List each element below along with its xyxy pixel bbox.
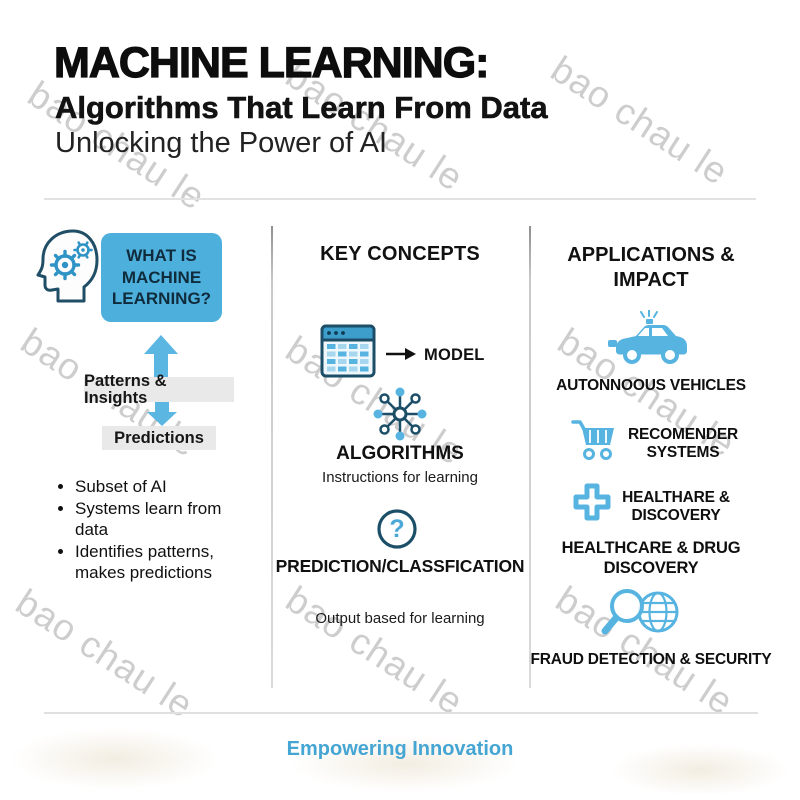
footer-divider xyxy=(44,712,758,714)
what-is-ml-box: WHAT IS MACHINE LEARNING? xyxy=(101,233,222,322)
application-label-autonomous-vehicles: AUTONNOOUS VEHICLES xyxy=(556,377,746,394)
footer-tagline: Empowering Innovation xyxy=(286,738,514,760)
paper-smudge xyxy=(610,744,790,796)
column-divider xyxy=(529,226,531,688)
header-divider xyxy=(44,198,756,200)
medical-cross-icon xyxy=(573,483,611,521)
prediction-caption: Output based for learning xyxy=(315,610,485,627)
application-label-healthare-discovery: HEALTHARE & DISCOVERY xyxy=(622,489,730,524)
data-table-icon xyxy=(320,324,376,378)
question-mark-icon: ? xyxy=(377,509,417,549)
flow-label-patterns: Patterns & Insights xyxy=(84,373,234,406)
application-label-recommender-systems: RECOMENDER SYSTEMS xyxy=(628,426,738,461)
network-algorithm-icon xyxy=(373,387,427,441)
key-concepts-heading: KEY CONCEPTS xyxy=(320,243,480,265)
flow-label-predictions: Predictions xyxy=(102,426,216,450)
list-item: Identifies patterns, makes predictions xyxy=(75,541,253,584)
shopping-cart-icon xyxy=(571,420,614,460)
list-item: Systems learn from data xyxy=(75,498,253,541)
algorithms-caption: Instructions for learning xyxy=(322,469,478,486)
watermark-text: bao chau le xyxy=(8,581,201,726)
right-arrow-icon xyxy=(386,348,416,360)
ml-bullet-list: Subset of AI Systems learn from data Ide… xyxy=(58,476,253,584)
watermark-text: bao chau le xyxy=(543,48,736,193)
column-divider xyxy=(271,226,273,688)
down-arrow xyxy=(147,402,177,426)
page-tagline: Unlocking the Power of AI xyxy=(55,127,388,159)
police-car-icon xyxy=(608,310,687,364)
page-subtitle: Algorithms That Learn From Data xyxy=(55,90,548,125)
prediction-title: PREDICTION/CLASSFICATION xyxy=(275,556,525,576)
svg-text:?: ? xyxy=(389,515,404,543)
application-label-fraud-detection: FRAUD DETECTION & SECURITY xyxy=(530,651,772,668)
watermark-text: bao chau le xyxy=(278,578,471,723)
applications-heading: APPLICATIONS & IMPACT xyxy=(567,244,735,291)
list-item: Subset of AI xyxy=(75,476,253,498)
page-title: MACHINE LEARNING: xyxy=(53,39,490,87)
model-label: MODEL xyxy=(424,346,485,364)
paper-smudge xyxy=(290,736,520,792)
magnifier-globe-icon xyxy=(601,589,679,635)
brain-gears-icon xyxy=(36,229,99,303)
up-arrow xyxy=(144,335,178,378)
algorithms-title: ALGORITHMS xyxy=(336,443,464,464)
application-label-healthcare-drug-discovery: HEALTHCARE & DRUG DISCOVERY xyxy=(561,539,741,577)
paper-smudge xyxy=(10,728,220,790)
